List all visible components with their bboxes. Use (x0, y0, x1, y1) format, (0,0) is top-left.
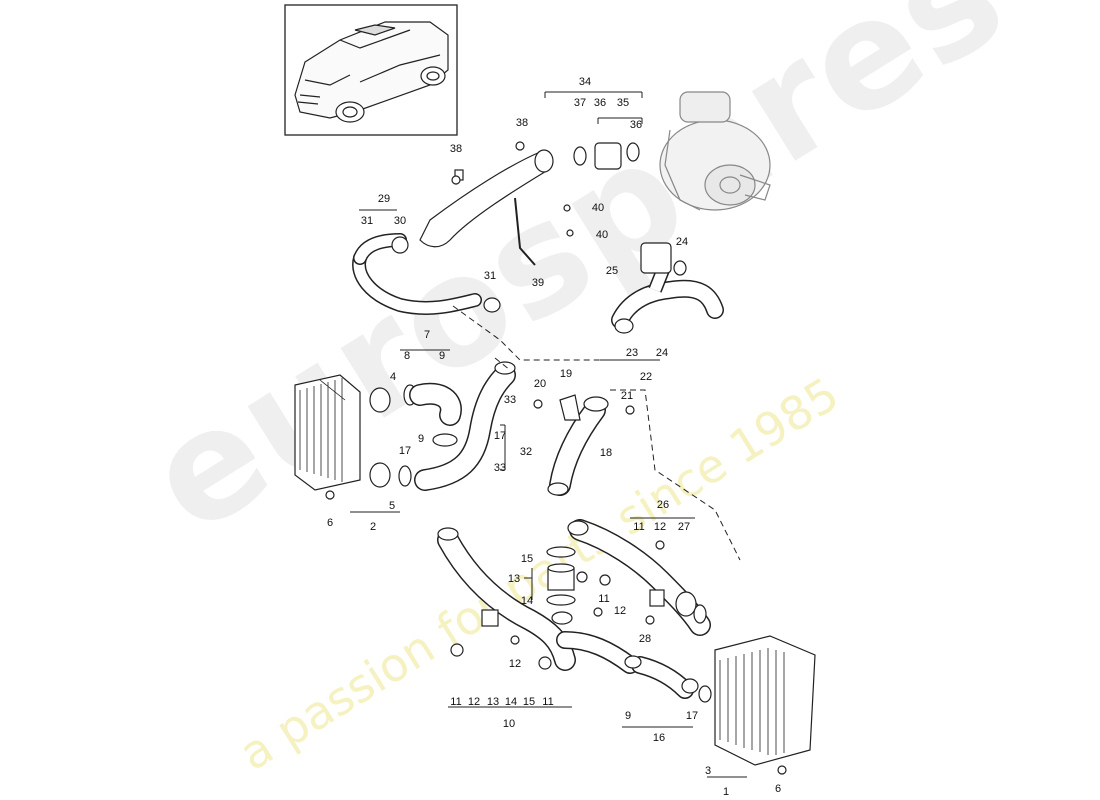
callout-label: 40 (596, 229, 608, 241)
reference-lines (452, 305, 741, 561)
callout-label: 12 (468, 696, 480, 708)
callout-label: 14 (521, 595, 533, 607)
callout-label: 8 (404, 350, 410, 362)
callout-label: 33 (494, 462, 506, 474)
upper-charge-pipe (352, 149, 554, 315)
callout-label: 20 (534, 378, 546, 390)
callout-label: 2 (370, 521, 376, 533)
intercooler-hoses (409, 361, 516, 491)
callout-label: 12 (614, 605, 626, 617)
right-intercooler-assembly (325, 490, 816, 775)
callout-label: 21 (621, 390, 633, 402)
callout-label: 38 (450, 143, 462, 155)
turbocharger (659, 91, 771, 211)
callout-label: 7 (424, 329, 430, 341)
callout-label: 31 (361, 215, 373, 227)
callout-label: 10 (503, 718, 515, 730)
callout-label: 5 (389, 500, 395, 512)
callout-labels: 34 37 36 35 36 38 38 29 31 30 40 40 39 2… (327, 76, 781, 798)
callout-label: 24 (656, 347, 668, 359)
callout-label: 26 (657, 499, 669, 511)
intercooler-left (294, 374, 417, 491)
callout-label: 6 (327, 517, 333, 529)
callout-label: 13 (508, 573, 520, 585)
callout-label: 9 (625, 710, 631, 722)
callout-label: 12 (509, 658, 521, 670)
callout-label: 40 (592, 202, 604, 214)
right-charge-pipe (611, 242, 724, 334)
callout-label: 18 (600, 447, 612, 459)
callout-label: 25 (606, 265, 618, 277)
callout-label: 17 (399, 445, 411, 457)
callout-label: 36 (594, 97, 606, 109)
callout-label: 27 (678, 521, 690, 533)
callout-label: 29 (378, 193, 390, 205)
callout-label: 11 (633, 521, 644, 533)
callout-label: 39 (532, 277, 544, 289)
callout-label: 6 (775, 783, 781, 795)
callout-label: 9 (439, 350, 445, 362)
callout-label: 32 (520, 446, 532, 458)
callout-label: 12 (654, 521, 666, 533)
car-suv-icon (284, 4, 458, 136)
callout-brackets (350, 91, 747, 778)
callout-label: 11 (598, 593, 609, 605)
callout-label: 17 (686, 710, 698, 722)
callout-label: 15 (521, 553, 533, 565)
callout-label: 28 (639, 633, 651, 645)
callout-label: 36 (630, 119, 642, 131)
callout-label: 22 (640, 371, 652, 383)
callout-label: 37 (574, 97, 586, 109)
callout-label: 33 (504, 394, 516, 406)
callout-label: 19 (560, 368, 572, 380)
coupling-13-15 (546, 546, 611, 606)
callout-label: 30 (394, 215, 406, 227)
callout-label: 9 (418, 433, 424, 445)
callout-label: 3 (705, 765, 711, 777)
callout-label: 13 (487, 696, 499, 708)
callout-label: 4 (390, 371, 396, 383)
callout-label: 34 (579, 76, 591, 88)
callout-label: 35 (617, 97, 629, 109)
callout-label: 38 (516, 117, 528, 129)
callout-label: 24 (676, 236, 688, 248)
pipe-18 (533, 394, 635, 496)
callout-label: 1 (723, 786, 729, 798)
callout-label: 31 (484, 270, 496, 282)
callout-label: 14 (505, 696, 517, 708)
callout-label: 11 (450, 696, 461, 708)
callout-label: 17 (494, 430, 506, 442)
coupling-parts (451, 141, 640, 237)
callout-label: 15 (523, 696, 535, 708)
callout-label: 23 (626, 347, 638, 359)
callout-label: 16 (653, 732, 665, 744)
lower-y-pipe (437, 527, 639, 674)
callout-label: 11 (542, 696, 553, 708)
